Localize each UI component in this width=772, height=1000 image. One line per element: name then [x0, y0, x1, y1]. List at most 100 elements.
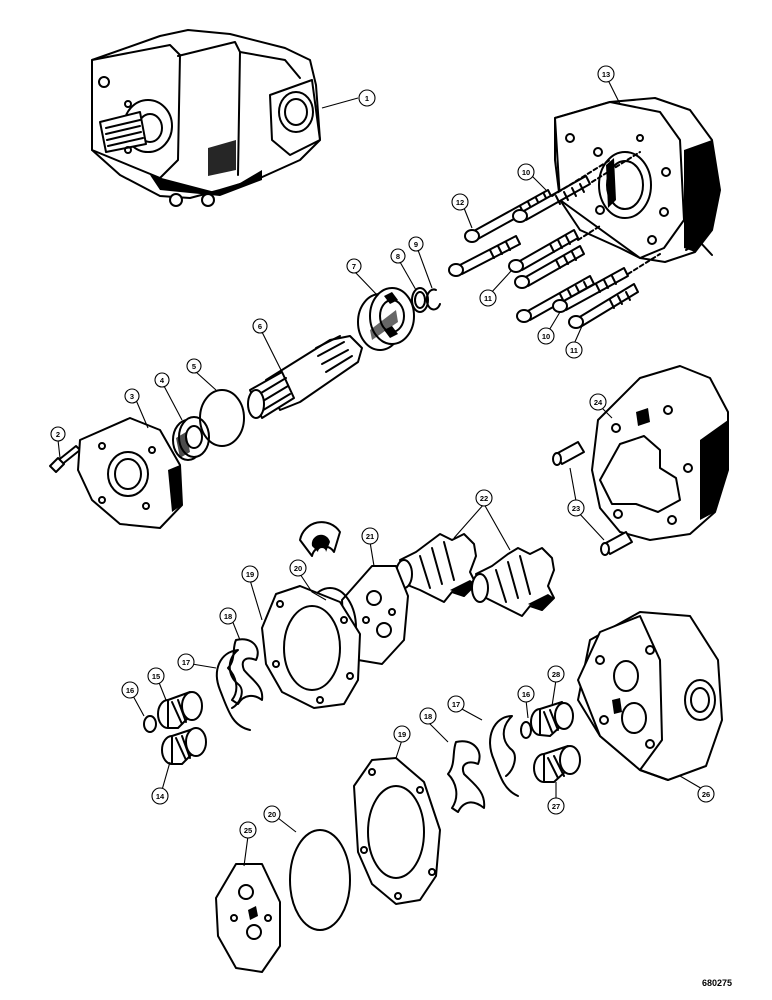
svg-text:26: 26	[702, 790, 710, 799]
gears-22	[395, 533, 555, 617]
cap-screw-10-c	[552, 267, 629, 313]
seal-17-upper	[215, 649, 251, 731]
svg-text:11: 11	[570, 346, 578, 355]
bearing-28	[530, 701, 574, 737]
svg-text:19: 19	[398, 730, 406, 739]
cap-screws	[448, 151, 661, 329]
svg-text:16: 16	[126, 686, 134, 695]
callout-10-upper: 10	[517, 163, 535, 181]
svg-text:10: 10	[542, 332, 550, 341]
callout-19-upper: 19	[241, 565, 259, 583]
svg-text:25: 25	[244, 826, 252, 835]
svg-text:22: 22	[480, 494, 488, 503]
flange-3	[77, 417, 183, 529]
dowel-pins-23	[552, 441, 633, 556]
callout-22: 22	[475, 489, 493, 507]
ring-16-left	[143, 715, 157, 733]
svg-text:15: 15	[152, 672, 160, 681]
screw-2	[49, 445, 81, 473]
svg-text:18: 18	[424, 712, 432, 721]
gasket-19-upper	[261, 585, 361, 709]
callout-1: 1	[358, 89, 376, 107]
gasket-19-lower	[353, 757, 441, 905]
snap-ring-8	[411, 287, 429, 313]
callout-4: 4	[154, 372, 170, 388]
svg-text:19: 19	[246, 570, 254, 579]
bearing-7	[357, 287, 415, 351]
drawing-code: 680275	[701, 978, 732, 988]
seal-17-lower	[489, 715, 519, 797]
callout-20-upper: 20	[289, 559, 307, 577]
svg-text:5: 5	[192, 362, 196, 371]
svg-text:4: 4	[160, 376, 165, 385]
svg-text:6: 6	[258, 322, 262, 331]
callout-20-lower: 20	[263, 805, 281, 823]
svg-text:16: 16	[522, 690, 530, 699]
svg-text:10: 10	[522, 168, 530, 177]
callout-23: 23	[567, 499, 585, 517]
svg-text:7: 7	[352, 262, 356, 271]
svg-text:1: 1	[365, 94, 369, 103]
snap-ring-9	[425, 288, 441, 311]
svg-text:18: 18	[224, 612, 232, 621]
cap-screw-11-b	[508, 229, 579, 273]
callout-13: 13	[597, 65, 615, 83]
callout-16-right: 16	[517, 685, 535, 703]
bearing-27	[533, 745, 581, 783]
callout-26: 26	[697, 785, 715, 803]
callout-11-lower: 11	[565, 341, 583, 359]
callout-9: 9	[408, 236, 424, 252]
callout-28: 28	[547, 665, 565, 683]
bearing-15	[157, 691, 203, 729]
callout-11-upper: 11	[479, 289, 497, 307]
callout-18-right: 18	[419, 707, 437, 725]
callout-12: 12	[451, 193, 469, 211]
callout-18-left: 18	[219, 607, 237, 625]
svg-text:20: 20	[268, 810, 276, 819]
svg-text:23: 23	[572, 504, 580, 513]
callout-24: 24	[589, 393, 607, 411]
svg-text:12: 12	[456, 198, 464, 207]
callout-25: 25	[239, 821, 257, 839]
svg-text:9: 9	[414, 240, 418, 249]
svg-text:24: 24	[594, 398, 603, 407]
callout-17-right: 17	[447, 695, 465, 713]
seal-20-lower	[289, 829, 351, 931]
pump-assembly	[91, 29, 321, 207]
o-ring-5	[199, 389, 245, 447]
callout-19-lower: 19	[393, 725, 411, 743]
svg-text:2: 2	[56, 430, 60, 439]
callout-5: 5	[186, 358, 202, 374]
callout-14: 14	[151, 787, 169, 805]
callout-7: 7	[346, 258, 362, 274]
callout-6: 6	[252, 318, 268, 334]
callout-27: 27	[547, 797, 565, 815]
callout-21: 21	[361, 527, 379, 545]
ring-16-right	[520, 721, 532, 739]
callout-10-lower: 10	[537, 327, 555, 345]
svg-text:8: 8	[396, 252, 400, 261]
cap-screw-11-d	[568, 283, 639, 329]
drive-shaft-6	[247, 335, 363, 419]
svg-text:14: 14	[156, 792, 165, 801]
gear-right	[471, 547, 555, 617]
seal-18-upper	[227, 638, 264, 705]
callout-17-left: 17	[177, 653, 195, 671]
bearing-14	[161, 727, 207, 765]
svg-text:20: 20	[294, 564, 302, 573]
pump-housing-26	[577, 611, 723, 781]
gear-left	[395, 533, 477, 603]
seal-4	[172, 416, 210, 461]
cap-screw-10-lower	[516, 275, 595, 323]
callout-8: 8	[390, 248, 406, 264]
cap-screw-11-a	[448, 235, 521, 277]
svg-text:3: 3	[130, 392, 134, 401]
svg-text:27: 27	[552, 802, 560, 811]
callout-3: 3	[124, 388, 140, 404]
leader-lines	[57, 79, 705, 867]
svg-text:13: 13	[602, 70, 610, 79]
svg-text:21: 21	[366, 532, 374, 541]
cap-screw-11-c	[514, 245, 585, 289]
callout-16-left: 16	[121, 681, 139, 699]
